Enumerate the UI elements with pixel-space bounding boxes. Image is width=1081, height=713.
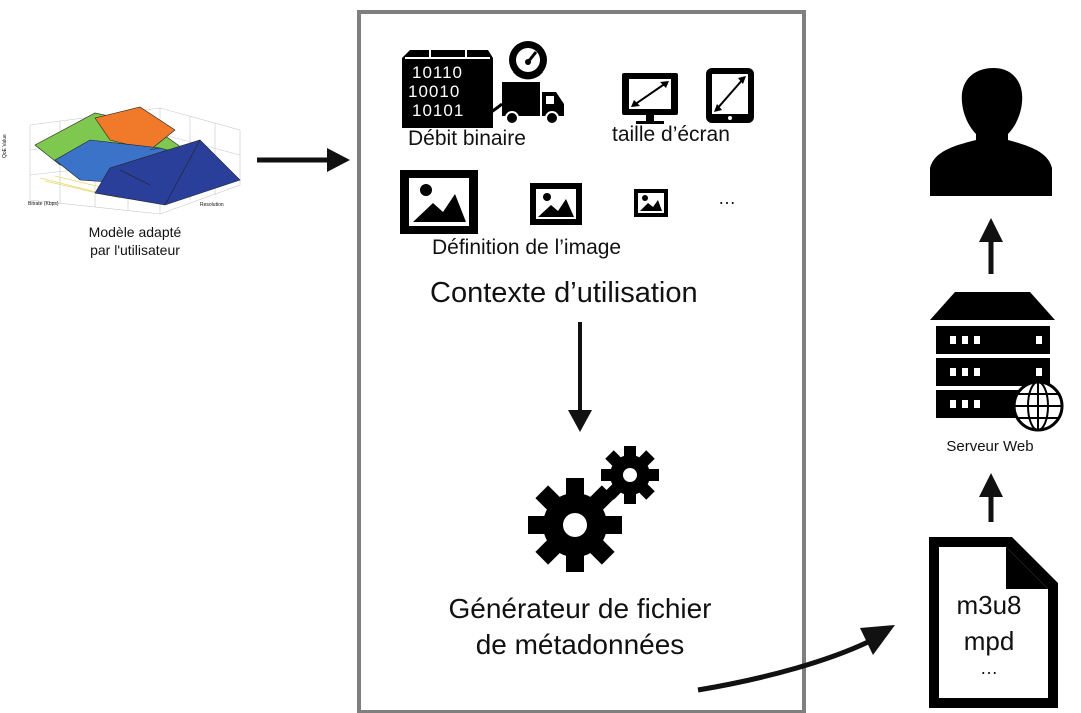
model-caption-line1: Modèle adapté xyxy=(88,224,182,240)
bits-line-3: 10101 xyxy=(412,101,465,120)
bitrate-label: Débit binaire xyxy=(408,127,526,150)
ellipsis-label: … xyxy=(718,188,736,208)
qoe-model-plot xyxy=(29,106,241,215)
qoe-surface xyxy=(34,106,241,206)
screen-size-label: taille d’écran xyxy=(612,123,730,146)
arrow-file-to-server xyxy=(979,473,1003,522)
arrow-server-to-user xyxy=(979,218,1003,274)
bits-line-1: 10110 xyxy=(412,63,464,82)
arrow-context-to-generator xyxy=(568,322,592,432)
gears-icon xyxy=(528,446,659,572)
plot-xlabel: Bitrate (Kbps) xyxy=(28,201,59,207)
metadata-file-icon xyxy=(929,537,1058,708)
plot-zlabel: QoE Value xyxy=(2,134,8,158)
image-icon-medium xyxy=(530,183,582,225)
user-icon xyxy=(930,68,1052,196)
speedometer-icon xyxy=(509,41,547,80)
server-label: Serveur Web xyxy=(946,438,1034,455)
image-icon-large xyxy=(400,170,478,234)
plot-ylabel: Resolution xyxy=(200,202,224,208)
small-gear-icon xyxy=(601,446,659,504)
file-format-m3u8: m3u8 xyxy=(956,590,1022,620)
generator-label-line2: de métadonnées xyxy=(475,629,685,660)
image-definition-label: Définition de l’image xyxy=(432,236,622,259)
surface-orange xyxy=(94,106,176,151)
tablet-icon xyxy=(706,68,754,123)
file-format-ellipsis: … xyxy=(980,658,998,678)
file-format-mpd: mpd xyxy=(963,626,1015,656)
model-caption-line2: par l'utilisateur xyxy=(90,242,180,258)
surface-navy xyxy=(94,139,241,206)
cable xyxy=(468,102,503,118)
arrow-model-to-context xyxy=(257,148,350,172)
arrow-generator-to-file xyxy=(697,625,895,693)
bits-line-2: 10010 xyxy=(408,82,461,101)
large-gear-icon xyxy=(528,478,622,572)
generator-label-line1: Générateur de fichier xyxy=(448,593,712,624)
globe-icon xyxy=(1012,380,1064,432)
image-icon-small xyxy=(634,189,668,217)
monitor-icon xyxy=(622,73,678,124)
truck-icon xyxy=(502,82,564,125)
context-title: Contexte d’utilisation xyxy=(430,277,698,309)
